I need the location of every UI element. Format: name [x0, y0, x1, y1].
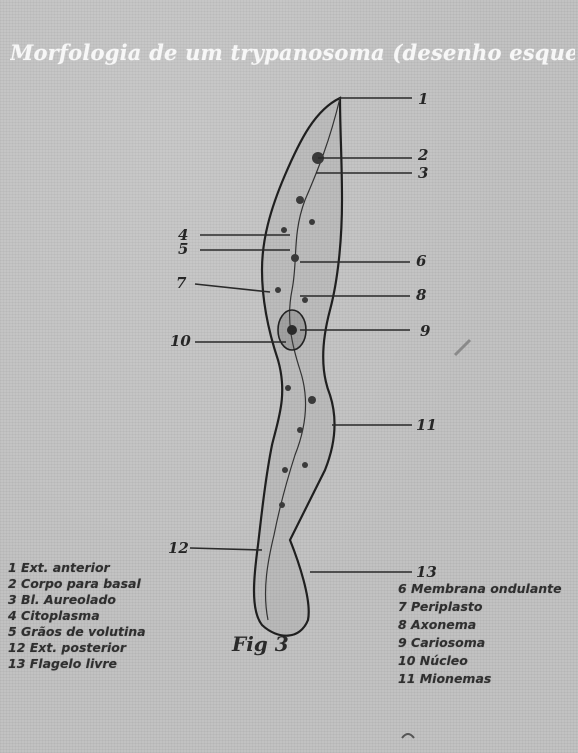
- karyosome: [287, 325, 297, 335]
- legend-item: 9 Cariosoma: [398, 634, 562, 652]
- callout-1: 1: [418, 90, 428, 108]
- scan-mark: [402, 734, 414, 738]
- legend-item: 11 Mionemas: [398, 670, 562, 688]
- callout-12: 12: [168, 539, 189, 557]
- legend-item: 6 Membrana ondulante: [398, 580, 562, 598]
- legend-item: 1 Ext. anterior: [8, 560, 146, 576]
- legend-item: 13 Flagelo livre: [8, 656, 146, 672]
- callout-6: 6: [416, 252, 427, 270]
- legend-item: 5 Grãos de volutina: [8, 624, 146, 640]
- callout-2: 2: [417, 146, 428, 164]
- legend-item: 10 Núcleo: [398, 652, 562, 670]
- callout-11: 11: [416, 416, 437, 434]
- callout-3: 3: [418, 164, 428, 182]
- callout-9: 9: [420, 322, 431, 340]
- legend-item: 7 Periplasto: [398, 598, 562, 616]
- legend-item: 4 Citoplasma: [8, 608, 146, 624]
- callout-7: 7: [176, 274, 187, 292]
- legend-item: 12 Ext. posterior: [8, 640, 146, 656]
- callout-13: 13: [416, 563, 437, 581]
- legend-left: 1 Ext. anterior 2 Corpo para basal 3 Bl.…: [8, 560, 146, 672]
- cell-outline: [254, 98, 342, 636]
- callout-10: 10: [170, 332, 191, 350]
- figure-label: Fig 3: [232, 632, 289, 656]
- scan-mark: [455, 340, 470, 355]
- legend-item: 2 Corpo para basal: [8, 576, 146, 592]
- legend-item: 8 Axonema: [398, 616, 562, 634]
- legend-right: 6 Membrana ondulante 7 Periplasto 8 Axon…: [398, 580, 562, 688]
- legend-item: 3 Bl. Aureolado: [8, 592, 146, 608]
- callout-8: 8: [416, 286, 427, 304]
- callout-5: 5: [178, 240, 188, 258]
